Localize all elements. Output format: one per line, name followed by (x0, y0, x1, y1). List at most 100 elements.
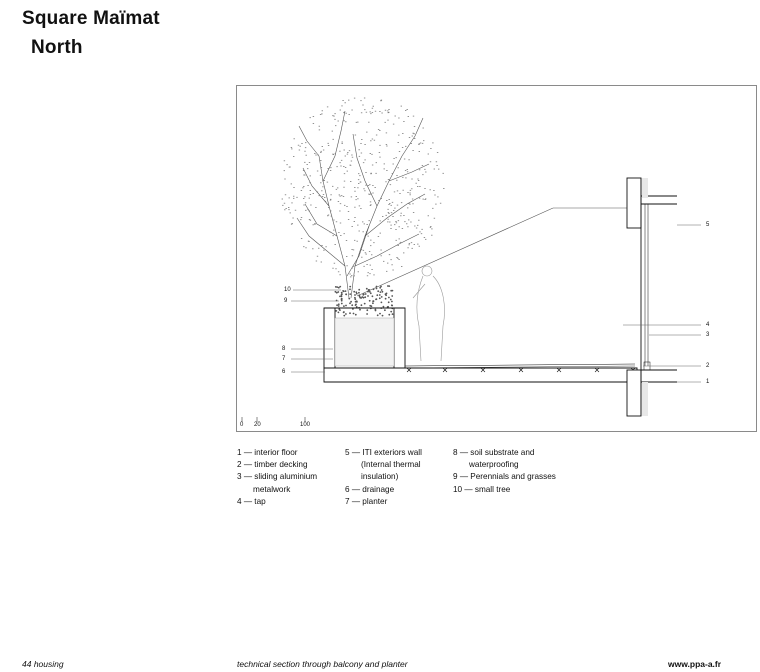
shrub-mark (354, 298, 357, 301)
leaf-mark (289, 212, 291, 214)
leaf-mark (347, 219, 350, 220)
leaf-mark (412, 203, 414, 205)
leaf-mark (404, 221, 406, 223)
section-drawing-svg (241, 97, 701, 422)
leaf-mark (343, 233, 345, 235)
shrub-mark (384, 309, 386, 312)
deck-support-mark (594, 367, 600, 373)
leaf-mark (371, 254, 373, 256)
leaf-mark (371, 153, 373, 155)
leaf-mark (378, 200, 380, 201)
leaf-mark (352, 249, 355, 251)
leaf-mark (408, 243, 411, 244)
leaf-mark (307, 185, 309, 186)
leaf-mark (392, 216, 394, 217)
leaf-mark (357, 179, 360, 181)
legend-column-3: 8 — soil substrate and waterproofing 9 —… (453, 447, 556, 496)
leaf-mark (346, 153, 349, 155)
balcony-slab (323, 363, 638, 383)
leaf-mark (309, 194, 312, 195)
shrub-mark (391, 313, 394, 315)
leaf-mark (367, 272, 369, 274)
leaf-mark (351, 255, 354, 257)
leaf-mark (397, 142, 399, 143)
leaf-mark (335, 221, 338, 223)
deck-support-mark (442, 367, 448, 373)
leaf-mark (406, 171, 409, 173)
leaf-mark (362, 231, 364, 233)
leaf-mark (389, 184, 392, 186)
shrub-mark (351, 304, 354, 307)
shrub-mark (345, 293, 347, 296)
leaf-mark (307, 168, 309, 170)
leaf-mark (398, 259, 400, 260)
legend-item: 7 — planter (345, 496, 388, 506)
leaf-mark (414, 225, 416, 227)
leaf-mark (402, 133, 404, 134)
legend-item: 5 — ITI exteriors wall (345, 448, 422, 457)
leaf-mark (354, 190, 356, 192)
leaf-mark (320, 167, 323, 168)
shrub-mark (363, 302, 366, 305)
shrub-mark (354, 294, 356, 296)
leaf-mark (396, 190, 399, 192)
leaf-mark (380, 198, 382, 199)
shrub-mark (343, 314, 346, 317)
shrub-mark (381, 290, 384, 293)
shrub-mark (388, 285, 391, 287)
leaf-mark (334, 118, 336, 120)
leaf-mark (419, 186, 421, 187)
leaf-mark (437, 196, 439, 198)
leaf-mark (434, 194, 436, 196)
leaf-mark (351, 267, 353, 269)
leaf-mark (321, 110, 323, 112)
leaf-mark (360, 143, 362, 144)
callout-8: 8 (282, 346, 286, 352)
leaf-mark (415, 182, 417, 184)
shrub-mark (338, 308, 341, 310)
leaf-mark (323, 249, 325, 251)
leaf-mark (284, 178, 286, 180)
leaf-mark (316, 170, 319, 172)
leaf-mark (293, 138, 295, 140)
shrub-mark (355, 303, 357, 306)
leaf-mark (373, 242, 375, 244)
leaf-mark (390, 228, 392, 229)
leaf-mark (330, 194, 332, 196)
leaf-mark (305, 154, 307, 156)
shrub-mark (337, 303, 340, 306)
shrub-mark (378, 297, 381, 300)
leaf-mark (296, 196, 298, 198)
leaf-mark (390, 259, 392, 261)
scale-bar (241, 417, 306, 422)
leaf-mark (403, 121, 405, 122)
leaf-mark (312, 193, 314, 194)
leaf-mark (373, 139, 376, 141)
leaf-mark (314, 223, 316, 225)
leaf-mark (350, 160, 353, 162)
leaf-mark (302, 170, 305, 171)
leaf-mark (395, 239, 397, 241)
leaf-mark (370, 193, 372, 194)
leaf-mark (337, 271, 340, 273)
shrub-mark (380, 289, 383, 291)
page-title: Square Maïmat (22, 8, 160, 29)
shrub-mark (372, 302, 374, 305)
shrub-mark (391, 295, 394, 297)
leaf-mark (309, 175, 311, 177)
leaf-mark (332, 267, 334, 269)
leaf-mark (321, 245, 323, 246)
shrub-mark (340, 298, 343, 301)
leaf-mark (390, 212, 393, 214)
leaf-mark (377, 236, 380, 237)
leaf-mark (300, 219, 302, 221)
leaf-mark (413, 126, 416, 127)
shrub-mark (339, 285, 342, 288)
leaf-mark (374, 110, 377, 112)
leaf-mark (360, 112, 363, 114)
shrub-mark (354, 296, 356, 299)
leaf-mark (365, 111, 368, 113)
leaf-mark (354, 206, 356, 208)
legend-item: metalwork (253, 484, 291, 494)
leaf-mark (366, 224, 368, 225)
